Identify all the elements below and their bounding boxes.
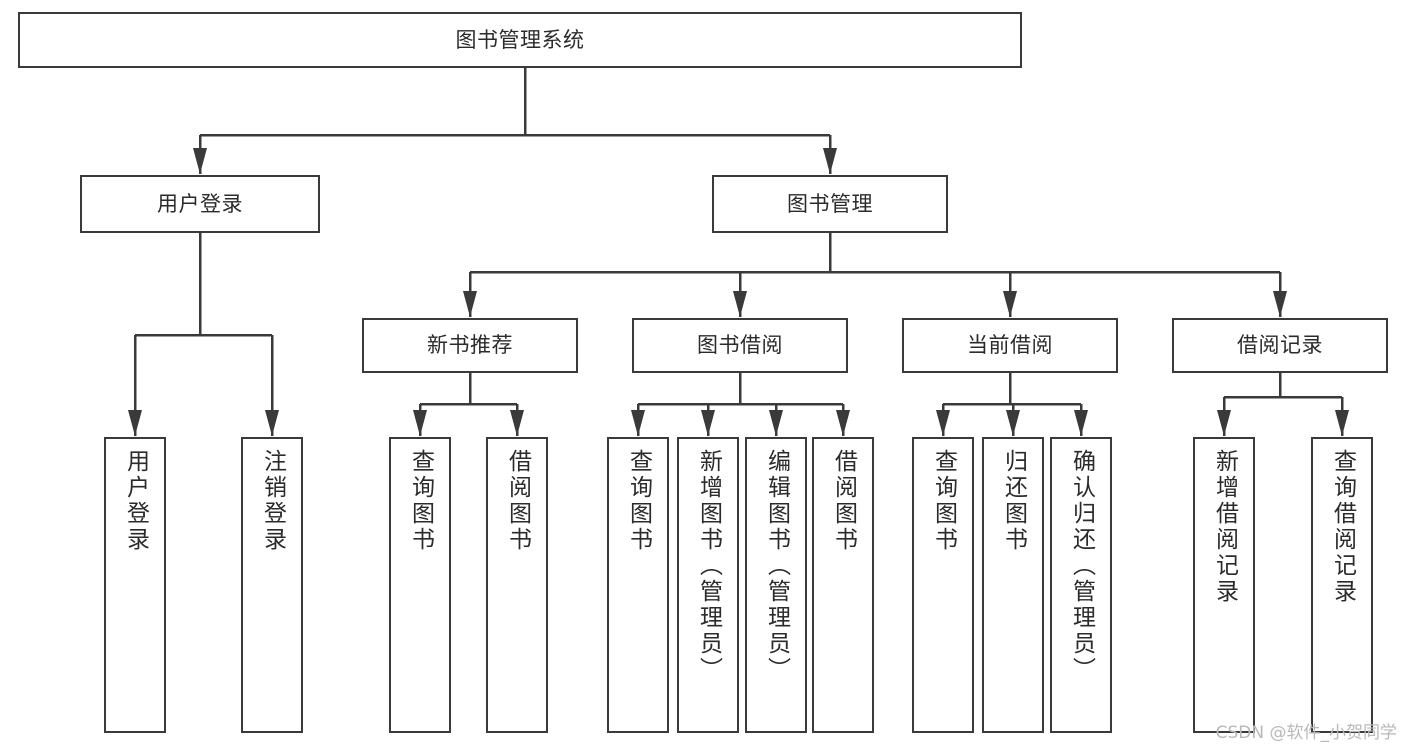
node-root[interactable]: 图书管理系统 [18, 12, 1022, 68]
node-current-borrowing-label: 当前借阅 [967, 333, 1053, 358]
node-user-login-label: 用户登录 [157, 191, 243, 216]
node-book-borrowing[interactable]: 图书借阅 [632, 318, 848, 373]
csdn-watermark: CSDN @软件_小贺同学 [1215, 723, 1397, 743]
leaf-query-book-3-label: 查询图书 [930, 449, 957, 553]
leaf-borrow-book-1-label: 借阅图书 [504, 449, 531, 553]
leaf-borrow-book-1[interactable]: 借阅图书 [486, 437, 548, 733]
leaf-add-book-admin-label: 新增图书（管理员） [695, 449, 722, 683]
leaf-query-book-2-label: 查询图书 [625, 449, 652, 553]
leaf-query-book-1-label: 查询图书 [407, 449, 434, 553]
node-book-management-label: 图书管理 [787, 191, 873, 216]
leaf-confirm-return-admin[interactable]: 确认归还（管理员） [1050, 437, 1112, 733]
leaf-logout[interactable]: 注销登录 [241, 437, 303, 733]
node-new-book-recommendation-label: 新书推荐 [427, 333, 513, 358]
leaf-add-borrow-record[interactable]: 新增借阅记录 [1193, 437, 1255, 733]
leaf-edit-book-admin[interactable]: 编辑图书（管理员） [745, 437, 807, 733]
node-book-borrowing-label: 图书借阅 [697, 333, 783, 358]
leaf-edit-book-admin-label: 编辑图书（管理员） [763, 449, 790, 683]
node-new-book-recommendation[interactable]: 新书推荐 [362, 318, 578, 373]
leaf-confirm-return-admin-label: 确认归还（管理员） [1068, 449, 1095, 683]
node-book-management[interactable]: 图书管理 [712, 175, 948, 233]
node-borrowing-records-label: 借阅记录 [1237, 333, 1323, 358]
leaf-query-borrow-record-label: 查询借阅记录 [1329, 449, 1356, 605]
leaf-add-book-admin[interactable]: 新增图书（管理员） [677, 437, 739, 733]
leaf-user-login[interactable]: 用户登录 [104, 437, 166, 733]
leaf-query-book-3[interactable]: 查询图书 [912, 437, 974, 733]
leaf-borrow-book-2-label: 借阅图书 [830, 449, 857, 553]
leaf-borrow-book-2[interactable]: 借阅图书 [812, 437, 874, 733]
leaf-query-borrow-record[interactable]: 查询借阅记录 [1311, 437, 1373, 733]
leaf-query-book-2[interactable]: 查询图书 [607, 437, 669, 733]
leaf-user-login-label: 用户登录 [122, 449, 149, 553]
node-root-label: 图书管理系统 [455, 27, 585, 52]
leaf-query-book-1[interactable]: 查询图书 [389, 437, 451, 733]
node-borrowing-records[interactable]: 借阅记录 [1172, 318, 1388, 373]
node-current-borrowing[interactable]: 当前借阅 [902, 318, 1118, 373]
leaf-return-book-label: 归还图书 [1000, 449, 1027, 553]
node-user-login[interactable]: 用户登录 [80, 175, 320, 233]
leaf-add-borrow-record-label: 新增借阅记录 [1211, 449, 1238, 605]
leaf-return-book[interactable]: 归还图书 [982, 437, 1044, 733]
leaf-logout-label: 注销登录 [259, 449, 286, 553]
